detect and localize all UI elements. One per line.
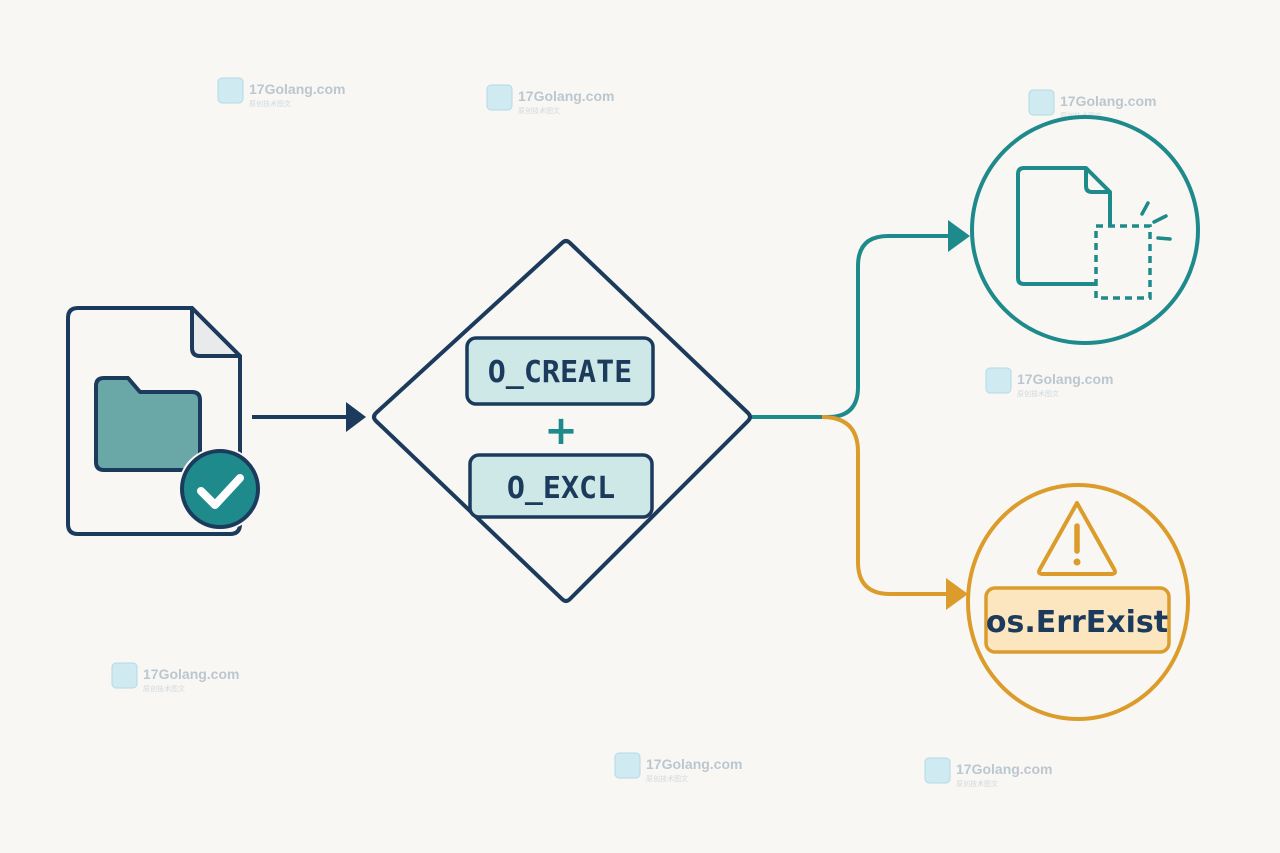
watermark-title: 17Golang.com xyxy=(143,666,239,682)
success-arrow-head-icon xyxy=(948,220,970,252)
watermark-subtitle: 原创技术图文 xyxy=(956,779,998,788)
success-outcome xyxy=(970,115,1200,345)
watermark-subtitle: 原创技术图文 xyxy=(249,99,291,108)
o-create-flag-label: O_CREATE xyxy=(488,355,633,390)
error-circle xyxy=(966,483,1190,721)
watermark: 17Golang.com 原创技术图文 xyxy=(111,662,239,693)
warning-triangle-shape xyxy=(1037,501,1117,576)
watermark-subtitle: 原创技术图文 xyxy=(143,684,185,693)
watermark-subtitle: 原创技术图文 xyxy=(1017,389,1059,398)
watermark-logo-icon xyxy=(111,662,138,689)
success-branch-arrow xyxy=(752,220,970,419)
watermark-title: 17Golang.com xyxy=(249,81,345,97)
success-branch-line xyxy=(752,234,950,419)
warning-exclamation-dot xyxy=(1073,558,1081,566)
sparkle-line xyxy=(1156,236,1172,241)
error-arrow-head-icon xyxy=(946,578,968,610)
watermark-title: 17Golang.com xyxy=(518,88,614,104)
watermark-title: 17Golang.com xyxy=(1017,371,1113,387)
watermark-subtitle: 原创技术图文 xyxy=(518,106,560,115)
new-file-created-icon xyxy=(1016,166,1172,300)
warning-triangle-icon xyxy=(1037,501,1117,576)
existing-file-fold xyxy=(1084,168,1110,194)
watermark: 17Golang.com 原创技术图文 xyxy=(985,367,1113,398)
watermark-title: 17Golang.com xyxy=(1060,93,1156,109)
checkmark-icon xyxy=(197,474,244,509)
success-circle xyxy=(970,115,1200,345)
watermark: 17Golang.com 原创技术图文 xyxy=(924,757,1052,788)
watermark-subtitle: 原创技术图文 xyxy=(646,774,688,783)
o-excl-flag-box xyxy=(468,453,654,519)
folder-icon xyxy=(94,376,202,472)
sparkle-line xyxy=(1152,214,1168,224)
error-outcome: os.ErrExist xyxy=(966,483,1190,721)
decision-diamond: O_CREATE + O_EXCL xyxy=(372,239,752,603)
watermark-logo-icon xyxy=(614,752,641,779)
watermark: 17Golang.com 原创技术图文 xyxy=(486,84,614,115)
error-branch-arrow xyxy=(821,415,968,610)
file-folder-check-icon xyxy=(66,306,262,536)
watermark-logo-icon xyxy=(217,77,244,104)
error-label: os.ErrExist xyxy=(986,605,1168,640)
watermark-logo-icon xyxy=(486,84,513,111)
check-badge-circle xyxy=(180,449,260,529)
arrow-head-icon xyxy=(346,402,366,432)
sparkle-line xyxy=(1140,201,1150,216)
file-corner-fold xyxy=(190,306,242,358)
watermark: 17Golang.com 原创技术图文 xyxy=(614,752,742,783)
diamond-shape xyxy=(372,239,752,603)
watermark-logo-icon xyxy=(924,757,951,784)
o-create-flag-box xyxy=(465,336,655,406)
error-label-box xyxy=(984,586,1171,654)
watermark-logo-icon xyxy=(985,367,1012,394)
watermark-logo-icon xyxy=(1028,89,1055,116)
arrow-to-decision xyxy=(252,402,366,432)
check-badge-icon xyxy=(178,447,262,531)
error-branch-line xyxy=(821,415,948,596)
watermark: 17Golang.com 原创技术图文 xyxy=(217,77,345,108)
o-excl-flag-label: O_EXCL xyxy=(507,471,615,506)
watermark-title: 17Golang.com xyxy=(646,756,742,772)
plus-operator: + xyxy=(544,408,578,454)
watermark-title: 17Golang.com xyxy=(956,761,1052,777)
new-file-dashed-shape xyxy=(1094,224,1152,300)
